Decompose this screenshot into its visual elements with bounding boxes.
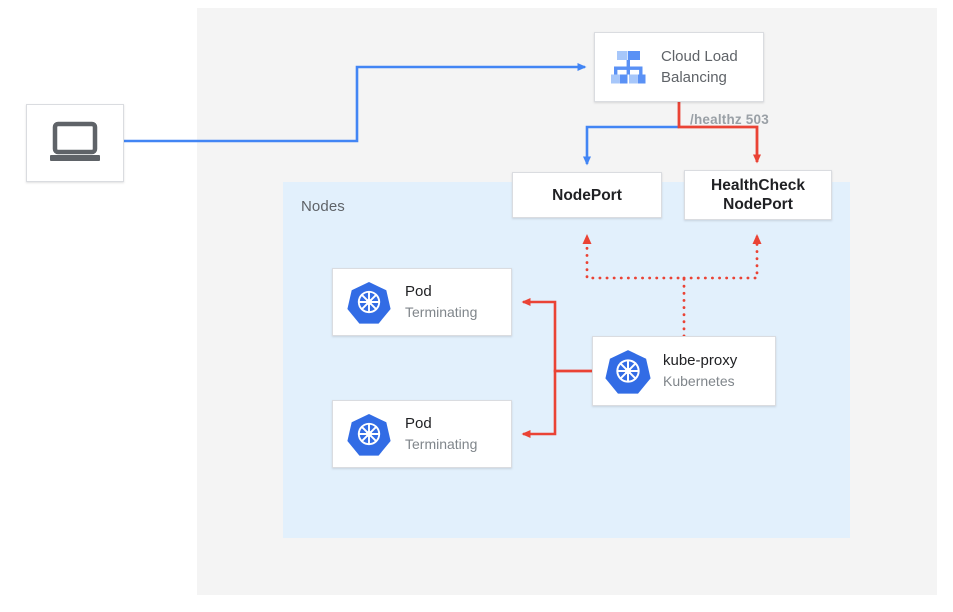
kube-proxy-title: kube-proxy — [663, 352, 738, 369]
cloud-load-balancing-label-line2: Balancing — [661, 69, 727, 86]
pod-title-2: Pod — [405, 415, 432, 432]
pod-status-2: Terminating — [405, 436, 478, 452]
cloud-load-balancing-node[interactable]: Cloud Load Balancing — [594, 32, 764, 102]
pod-title-1: Pod — [405, 283, 432, 300]
kubernetes-icon — [605, 348, 651, 394]
nodeport-node[interactable]: NodePort — [512, 172, 662, 218]
healthcheck-nodeport-label: HealthCheck NodePort — [711, 176, 805, 214]
pod-text-block-1: Pod Terminating — [405, 282, 477, 322]
cloud-load-balancing-icon — [605, 44, 651, 90]
kube-proxy-node[interactable]: kube-proxy Kubernetes — [592, 336, 776, 406]
pod-status-1: Terminating — [405, 304, 478, 320]
pod-node-2[interactable]: Pod Terminating — [332, 400, 512, 468]
kube-proxy-text-block: kube-proxy Kubernetes — [663, 351, 737, 391]
healthcheck-nodeport-label-line1: HealthCheck — [711, 177, 805, 194]
nodes-region-label: Nodes — [301, 198, 345, 215]
cloud-load-balancing-label: Cloud Load Balancing — [661, 46, 738, 88]
pod-text-block-2: Pod Terminating — [405, 414, 477, 454]
healthcheck-nodeport-label-line2: NodePort — [723, 196, 793, 213]
kubernetes-icon — [347, 412, 391, 456]
cloud-load-balancing-label-line1: Cloud Load — [661, 48, 738, 65]
laptop-icon — [46, 121, 104, 165]
client-node[interactable] — [26, 104, 124, 182]
healthcheck-nodeport-node[interactable]: HealthCheck NodePort — [684, 170, 832, 220]
kubernetes-icon — [347, 280, 391, 324]
pod-node-1[interactable]: Pod Terminating — [332, 268, 512, 336]
nodeport-label: NodePort — [552, 186, 622, 204]
kube-proxy-subtitle: Kubernetes — [663, 373, 735, 389]
healthz-edge-label: /healthz 503 — [690, 112, 769, 127]
